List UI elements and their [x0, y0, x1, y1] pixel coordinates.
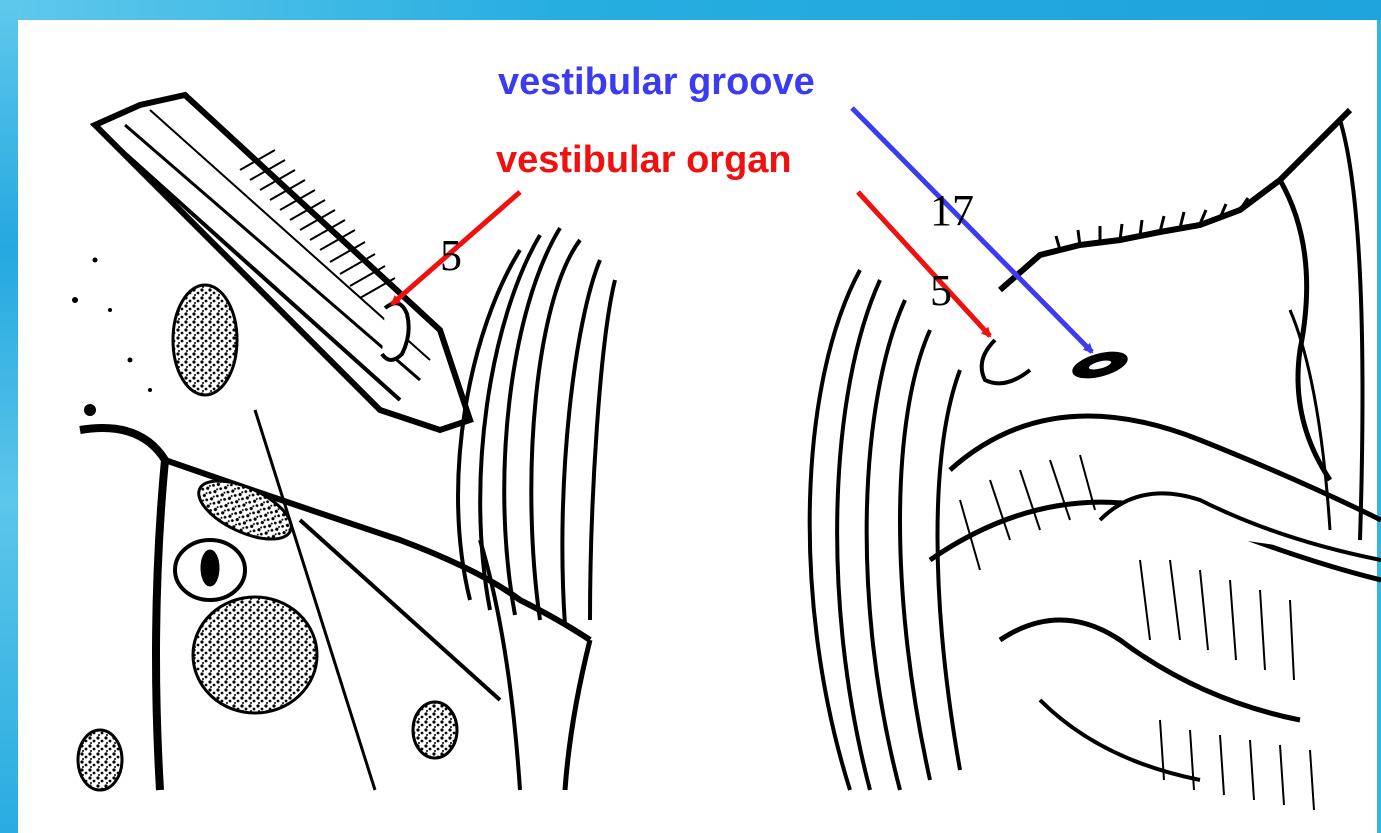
right-panel-number-5: 5	[930, 265, 952, 316]
left-panel-number-5: 5	[440, 230, 462, 281]
right-panel-drawing	[810, 110, 1381, 810]
right-panel-number-17: 17	[930, 185, 974, 236]
vestibular-groove-label: vestibular groove	[494, 60, 819, 104]
vestibular-organ-label: vestibular organ	[492, 138, 796, 182]
left-panel-drawing	[72, 95, 615, 790]
